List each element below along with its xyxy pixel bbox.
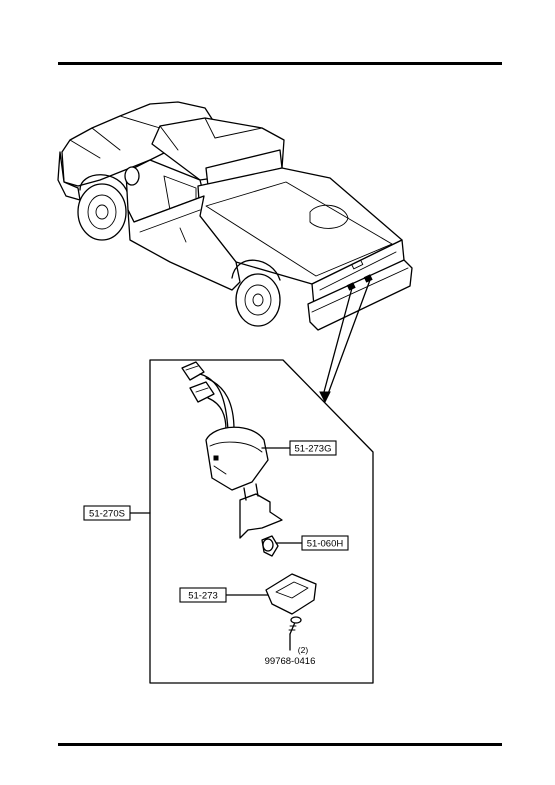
label-assembly-text: 51-270S — [89, 509, 125, 520]
label-lens: 51-273 — [179, 587, 269, 603]
label-lens-text: 51-273 — [188, 591, 218, 602]
label-bulb: 51-060H — [275, 535, 349, 551]
label-screw-qty: (2) — [298, 645, 309, 655]
bottom-rule — [58, 743, 502, 746]
label-assembly: 51-270S — [83, 505, 151, 521]
pickup-truck-illustration — [57, 101, 413, 331]
label-lamp-housing: 51-273G — [261, 440, 337, 456]
top-rule — [58, 62, 502, 65]
label-bulb-text: 51-060H — [307, 539, 344, 550]
callout-leader — [319, 279, 371, 404]
label-lamp-housing-text: 51-273G — [295, 444, 332, 455]
label-screw: (2) 99768-0416 — [265, 633, 316, 667]
license-lamp-illustration — [181, 361, 317, 635]
label-screw-part: 99768-0416 — [265, 656, 316, 667]
callout-frame — [149, 359, 374, 684]
